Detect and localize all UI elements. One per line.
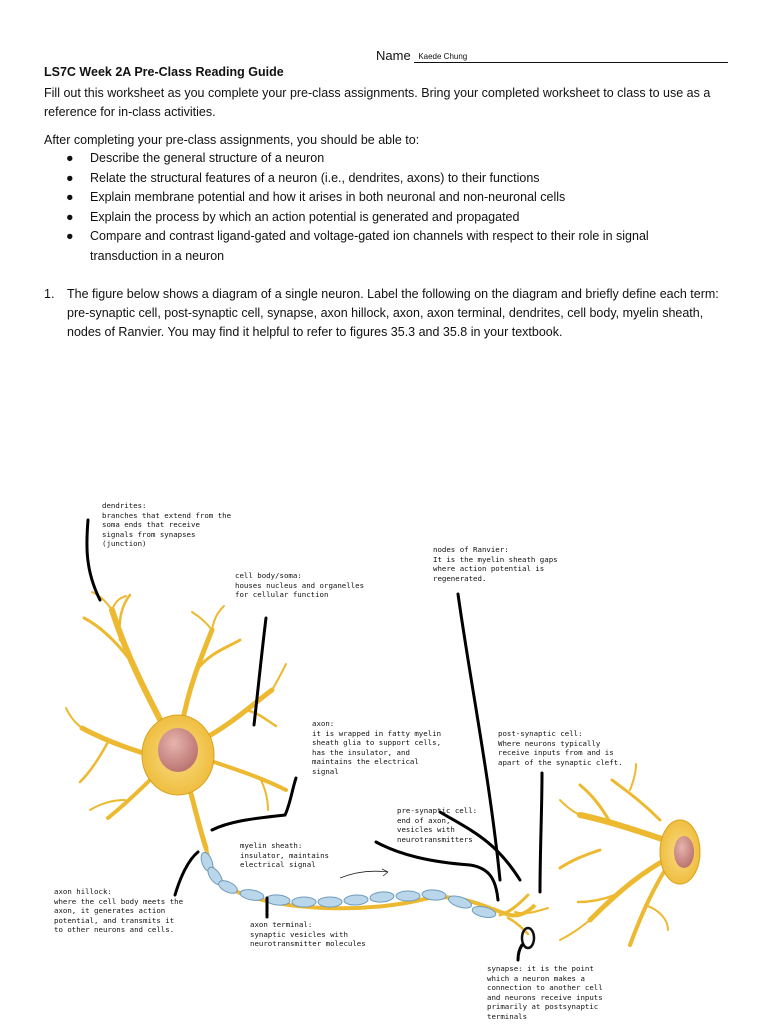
nucleus xyxy=(158,728,198,772)
myelin-sheath-note: myelin sheath: insulator, maintains elec… xyxy=(240,841,329,870)
arrow-head-icon xyxy=(382,869,388,876)
post-synaptic-dendrites xyxy=(560,764,668,945)
cell-body-pointer xyxy=(254,618,266,725)
signal-arrow xyxy=(340,871,388,878)
post-synaptic-pointer xyxy=(540,773,542,892)
pre-synaptic-cell-note: pre-synaptic cell: end of axon, vesicles… xyxy=(397,806,477,844)
cell-body-note: cell body/soma: houses nucleus and organ… xyxy=(235,571,364,600)
synapse-pointer xyxy=(518,945,522,960)
post-synaptic-nucleus xyxy=(674,836,694,868)
axon-pointer xyxy=(212,778,296,830)
synapse-marker xyxy=(522,928,534,948)
axon-hillock-note: axon hillock: where the cell body meets … xyxy=(54,887,183,935)
post-synaptic-cell-note: post-synaptic cell: Where neurons typica… xyxy=(498,729,623,767)
dendrites-note: dendrites: branches that extend from the… xyxy=(102,501,231,549)
dendrites-pointer xyxy=(87,520,100,600)
synapse-note: synapse: it is the point which a neuron … xyxy=(487,964,603,1022)
axon-note: axon: it is wrapped in fatty myelin shea… xyxy=(312,719,441,777)
axon-terminal-note: axon terminal: synaptic vesicles with ne… xyxy=(250,920,366,949)
nodes-of-ranvier-note: nodes of Ranvier: It is the myelin sheat… xyxy=(433,545,558,583)
